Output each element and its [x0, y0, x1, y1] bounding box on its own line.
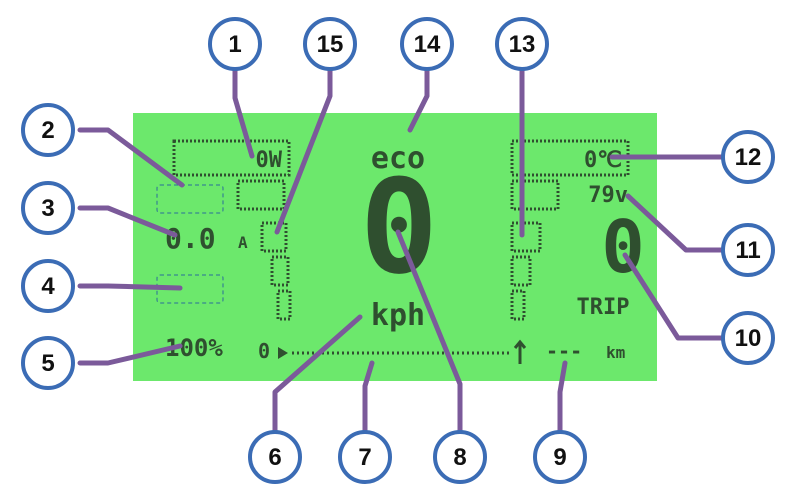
- leader-lines: [77, 67, 725, 433]
- callout-12: 12: [721, 130, 775, 184]
- odometer-track: [278, 339, 527, 364]
- voltage-value: 79v: [588, 183, 628, 208]
- callout-7: 7: [338, 430, 392, 484]
- callout-15: 15: [303, 17, 357, 71]
- right-bar-seg-1: [510, 179, 560, 211]
- callout-9: 9: [533, 430, 587, 484]
- leader-line-3: [77, 205, 178, 238]
- leader-line-1: [232, 67, 255, 159]
- blank-icon-slot-upper: [156, 184, 224, 214]
- leader-line-14: [407, 67, 430, 133]
- left-bar-seg-3: [270, 255, 290, 287]
- leader-line-5: [77, 343, 183, 366]
- callout-3: 3: [21, 181, 75, 235]
- svg-text:14: 14: [414, 31, 441, 58]
- lcd-display-panel: [133, 113, 657, 381]
- leader-line-8: [395, 229, 463, 433]
- leader-line-2: [77, 127, 185, 188]
- range-flag-icon: [513, 339, 527, 364]
- svg-text:7: 7: [358, 444, 371, 471]
- blank-icon-slot-lower: [156, 274, 224, 304]
- callout-6: 6: [248, 430, 302, 484]
- odometer-prefix: 0: [258, 339, 270, 363]
- assist-mode: eco: [371, 141, 425, 176]
- speed-unit: kph: [371, 298, 425, 333]
- svg-text:2: 2: [41, 117, 54, 144]
- leader-line-10: [622, 252, 725, 341]
- right-bar-seg-3: [510, 255, 532, 287]
- current-unit: A: [238, 233, 248, 252]
- callout-1: 1: [208, 17, 262, 71]
- power-box: [172, 139, 291, 177]
- svg-text:11: 11: [735, 237, 760, 264]
- callout-13: 13: [495, 17, 549, 71]
- speed-value: 0: [360, 151, 438, 303]
- callout-5: 5: [21, 336, 75, 390]
- svg-text:3: 3: [41, 195, 54, 222]
- left-bar-seg-2: [260, 221, 288, 253]
- svg-text:8: 8: [453, 444, 466, 471]
- leader-line-15: [274, 67, 333, 235]
- svg-text:10: 10: [735, 325, 762, 352]
- svg-text:13: 13: [509, 31, 536, 58]
- leader-line-7: [362, 360, 375, 433]
- left-bar-seg-1: [236, 179, 286, 211]
- leader-line-6: [272, 314, 363, 433]
- power-value: 0W: [256, 148, 283, 173]
- temperature-value: 0℃: [584, 148, 622, 173]
- callout-11: 11: [721, 223, 775, 277]
- leader-line-9: [557, 360, 568, 433]
- range-unit: km: [606, 343, 626, 362]
- svg-text:5: 5: [41, 350, 54, 377]
- right-bar-seg-2: [510, 221, 542, 253]
- leader-line-4: [77, 283, 183, 291]
- callout-4: 4: [21, 259, 75, 313]
- left-bar-seg-4: [276, 289, 292, 321]
- callouts: 1 2 3 4 5 6 7 8 9 10 11 12 13 14 15: [21, 17, 775, 484]
- track-start-arrow-icon: [278, 347, 288, 359]
- svg-text:9: 9: [553, 444, 566, 471]
- svg-text:6: 6: [268, 444, 281, 471]
- svg-text:15: 15: [317, 31, 344, 58]
- right-bar-seg-4: [510, 289, 526, 321]
- svg-text:1: 1: [228, 31, 241, 58]
- current-value: 0.0: [165, 222, 216, 255]
- trip-label: TRIP: [577, 295, 630, 320]
- callout-10: 10: [721, 311, 775, 365]
- svg-text:4: 4: [41, 273, 55, 300]
- callout-14: 14: [400, 17, 454, 71]
- svg-text:12: 12: [735, 144, 762, 171]
- lcd-frames: [172, 139, 630, 321]
- callout-2: 2: [21, 103, 75, 157]
- leader-line-11: [625, 193, 725, 253]
- callout-8: 8: [433, 430, 487, 484]
- range-value: ---: [546, 339, 582, 363]
